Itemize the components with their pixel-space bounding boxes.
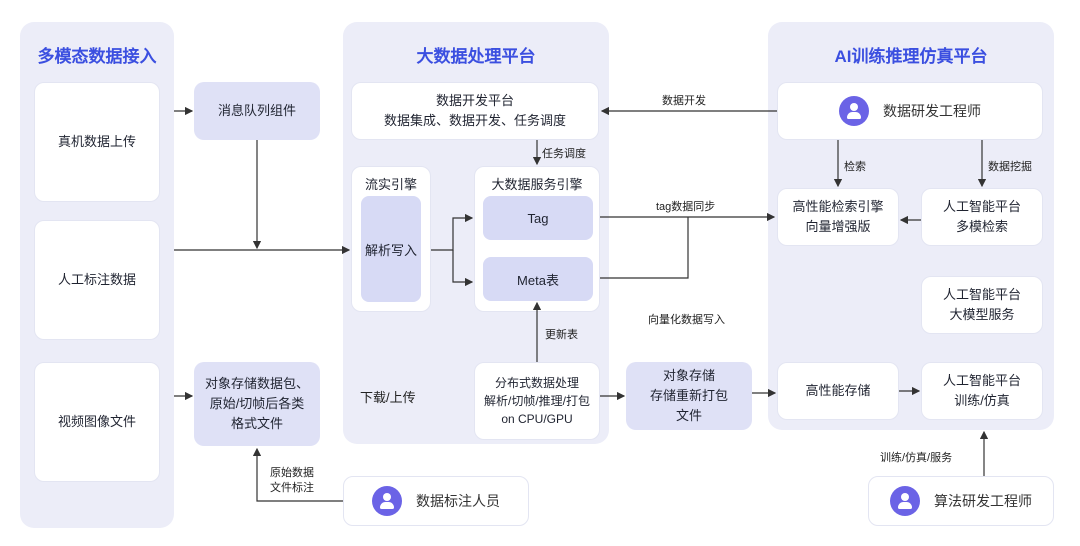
- hp-search-engine: 高性能检索引擎 向量增强版: [777, 188, 899, 246]
- label-data-dev: 数据开发: [662, 95, 706, 107]
- label-data-mining: 数据挖掘: [988, 161, 1032, 173]
- data-rd-engineer: 数据研发工程师: [777, 82, 1043, 140]
- data-dev-platform-desc: 数据集成、数据开发、任务调度: [383, 113, 566, 128]
- data-dev-platform-title: 数据开发平台: [435, 93, 514, 108]
- tag-table: Tag: [483, 196, 593, 240]
- label-tag-sync: tag数据同步: [656, 201, 716, 213]
- label-train-sim-serve: 训练/仿真/服务: [880, 452, 953, 464]
- hp-search-line2: 向量增强版: [805, 219, 871, 234]
- hp-storage-label: 高性能存储: [805, 383, 871, 398]
- parse-write-label: 解析写入: [364, 242, 417, 258]
- label-search: 检索: [844, 161, 866, 173]
- algo-engineer-label: 算法研发工程师: [934, 493, 1032, 509]
- object-storage-line3: 文件: [675, 408, 702, 423]
- hp-storage: 高性能存储: [777, 362, 899, 420]
- user-icon: [890, 486, 920, 516]
- algo-engineer: 算法研发工程师: [868, 476, 1054, 526]
- real-device-upload-label: 真机数据上传: [57, 134, 136, 149]
- ai-multimodal-search: 人工智能平台 多模检索: [921, 188, 1043, 246]
- ai-multi-line1: 人工智能平台: [942, 199, 1021, 214]
- label-download-upload: 下载/上传: [360, 390, 416, 405]
- storage-line2: 原始/切帧后各类: [209, 396, 305, 411]
- ai-train-line2: 训练/仿真: [954, 393, 1010, 408]
- stream-engine-title: 流实引擎: [364, 177, 417, 192]
- label-raw-line1: 原始数据: [270, 467, 314, 479]
- user-icon: [372, 486, 402, 516]
- ingest-panel-title: 多模态数据接入: [37, 47, 157, 66]
- ai-llm-service: 人工智能平台 大模型服务: [921, 276, 1043, 334]
- distributed-processing: 分布式数据处理 解析/切帧/推理/打包 on CPU/GPU: [474, 362, 600, 440]
- label-task-schedule: 任务调度: [542, 148, 586, 160]
- ai-llm-line1: 人工智能平台: [942, 287, 1021, 302]
- object-storage-packages: 对象存储数据包、 原始/切帧后各类 格式文件: [194, 362, 320, 446]
- video-image-files-label: 视频图像文件: [57, 414, 136, 429]
- data-annotator-label: 数据标注人员: [416, 493, 500, 509]
- storage-line1: 对象存储数据包、: [204, 376, 309, 391]
- bigdata-panel-title: 大数据处理平台: [416, 47, 536, 66]
- label-vector-write: 向量化数据写入: [648, 314, 725, 326]
- ai-train-sim: 人工智能平台 训练/仿真: [921, 362, 1043, 420]
- bigdata-service-engine-title: 大数据服务引擎: [491, 177, 583, 192]
- dist-line3: on CPU/GPU: [501, 412, 573, 426]
- parse-write: 解析写入: [361, 196, 421, 302]
- manual-annotation: 人工标注数据: [34, 220, 160, 340]
- message-queue-label: 消息队列组件: [217, 103, 296, 118]
- label-raw-line2: 文件标注: [270, 482, 314, 494]
- data-annotator: 数据标注人员: [343, 476, 529, 526]
- object-storage-line2: 存储重新打包: [649, 388, 728, 403]
- dist-line2: 解析/切帧/推理/打包: [483, 394, 590, 408]
- dist-line1: 分布式数据处理: [494, 376, 579, 390]
- object-storage-line1: 对象存储: [662, 368, 715, 383]
- hp-search-line1: 高性能检索引擎: [792, 199, 884, 214]
- object-storage-repack: 对象存储 存储重新打包 文件: [626, 362, 752, 430]
- arrow-meta-sync: [600, 217, 689, 279]
- tag-label: Tag: [527, 210, 549, 226]
- real-device-upload: 真机数据上传: [34, 82, 160, 202]
- meta-table: Meta表: [483, 257, 593, 301]
- manual-annotation-label: 人工标注数据: [57, 272, 136, 287]
- ai-panel-title: AI训练推理仿真平台: [834, 47, 988, 66]
- ai-multi-line2: 多模检索: [955, 219, 1008, 234]
- storage-line3: 格式文件: [230, 416, 283, 431]
- label-update-table: 更新表: [545, 329, 578, 341]
- ai-llm-line2: 大模型服务: [949, 307, 1015, 322]
- video-image-files: 视频图像文件: [34, 362, 160, 482]
- ai-train-line1: 人工智能平台: [942, 373, 1021, 388]
- data-dev-platform: 数据开发平台 数据集成、数据开发、任务调度: [351, 82, 599, 140]
- data-rd-engineer-label: 数据研发工程师: [883, 103, 981, 119]
- meta-label: Meta表: [517, 272, 559, 288]
- message-queue: 消息队列组件: [194, 82, 320, 140]
- user-icon: [839, 96, 869, 126]
